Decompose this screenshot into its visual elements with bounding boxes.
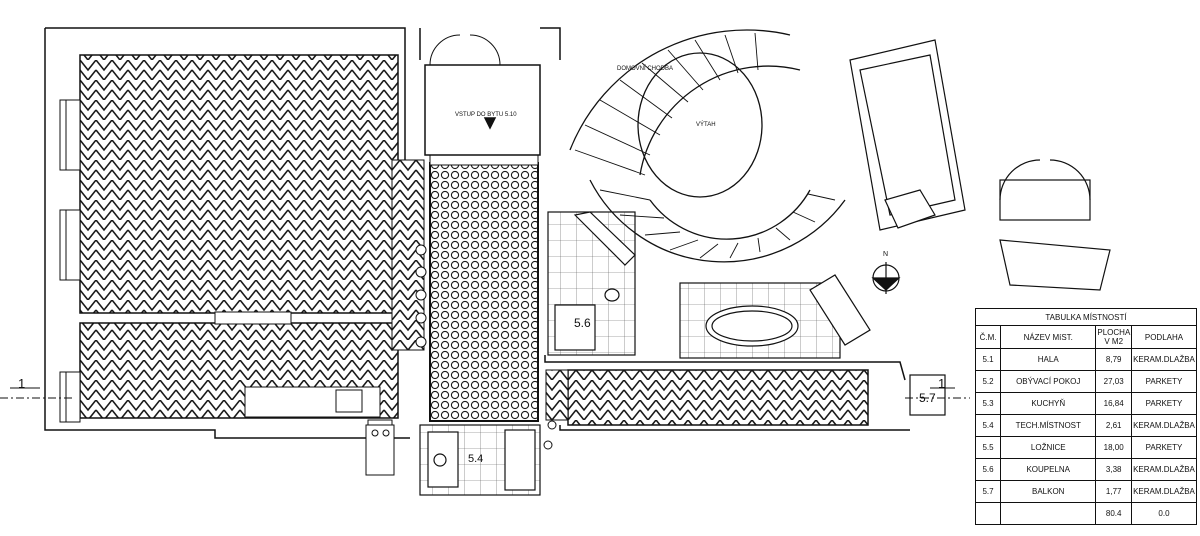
room-table: TABULKA MÍSTNOSTÍ Č.M. NÁZEV MíST. PLOCH… (974, 308, 1198, 525)
room-5-4-bath (419, 424, 541, 496)
header-number: Č.M. (974, 325, 1002, 349)
north-label: N (883, 251, 888, 258)
entrance-block (424, 34, 541, 156)
section-label-left: 1 (18, 376, 25, 391)
room-5-6-bathroom (547, 211, 636, 356)
header-floor: PODLAHA (1130, 325, 1198, 349)
room-5-5-bedroom (567, 369, 869, 426)
room-table-title: TABULKA MÍSTNOSTÍ (975, 308, 1197, 326)
left-windows (59, 99, 81, 423)
entrance-label: VSTUP DO BYTU 5.10 (455, 112, 517, 118)
kitchen-counter (244, 386, 395, 476)
room-5-1-hall (429, 162, 539, 422)
section-label-right: 1 (938, 376, 945, 391)
column-circles (415, 244, 427, 348)
right-structure (809, 39, 1111, 346)
staircase (569, 29, 846, 263)
room-5-2-living (79, 54, 399, 314)
house-corridor-label: DOMOVNÍ CHODBA (617, 65, 673, 72)
section-markers (0, 387, 970, 399)
room-5-6-label: 5.6 (574, 316, 591, 330)
elevator-label: VÝTAH (696, 121, 716, 128)
header-name: NÁZEV MíST. (1000, 325, 1097, 349)
north-arrow (871, 262, 901, 294)
room-5-7-balcony (909, 374, 946, 416)
header-area: PLOCHA V M2 (1095, 325, 1132, 349)
outer-walls (44, 27, 910, 439)
room-5-4-label: 5.4 (468, 453, 483, 465)
